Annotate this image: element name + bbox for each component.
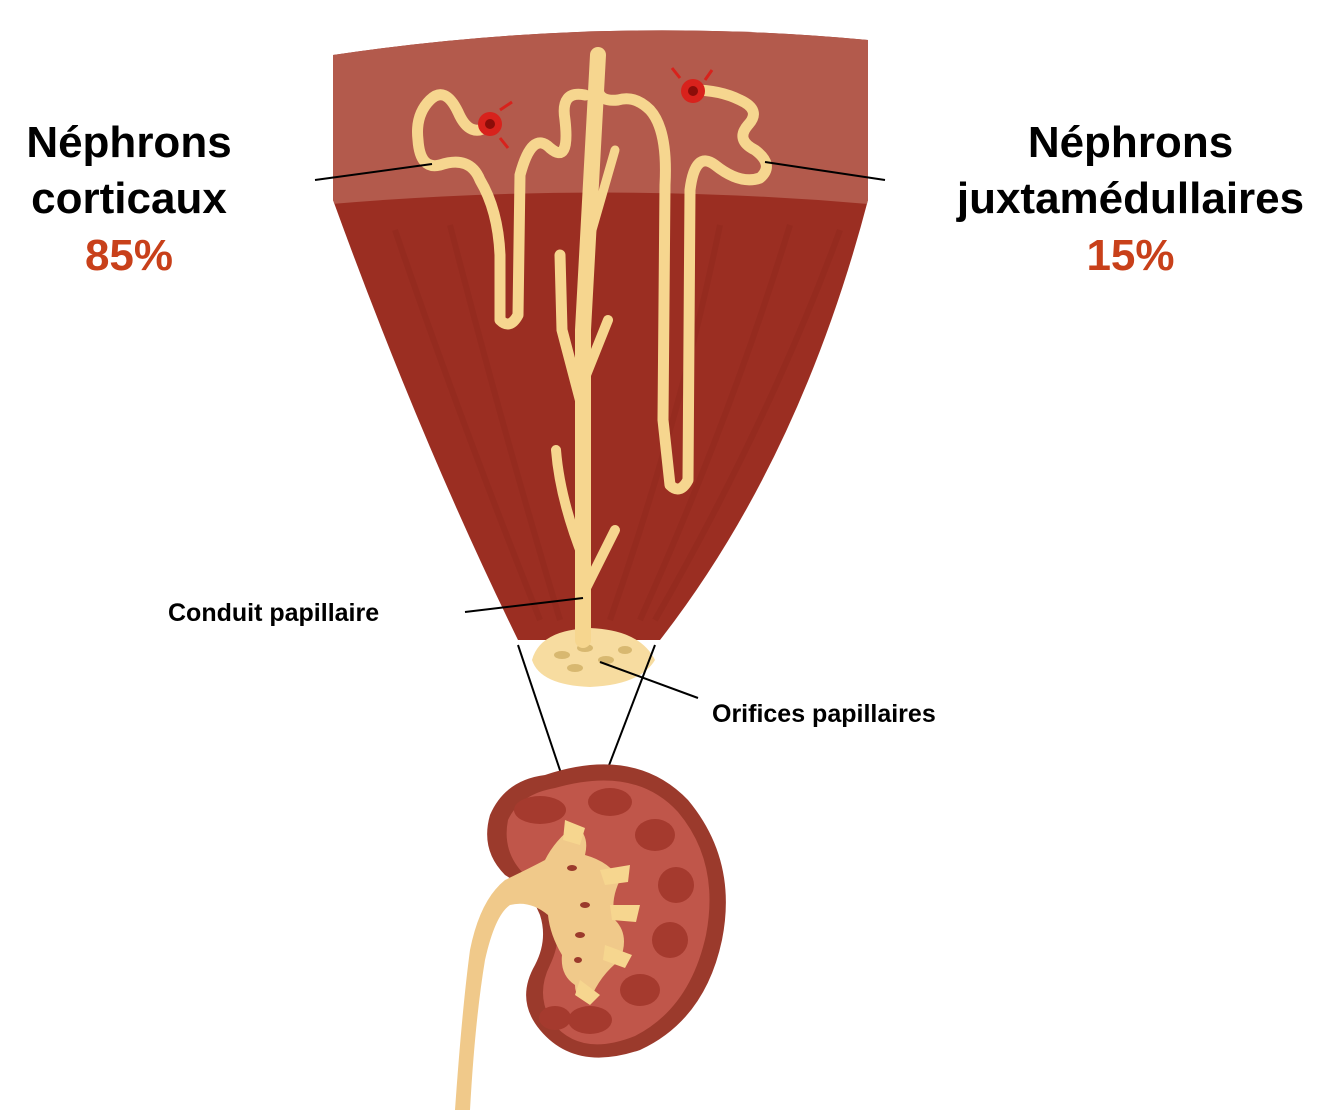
juxtamedullary-name-line1: Néphrons	[935, 115, 1326, 171]
juxtamedullary-name-line2: juxtamédullaires	[935, 171, 1326, 227]
cortical-name-line2: corticaux	[0, 171, 258, 227]
juxtamedullary-nephron-label: Néphrons juxtamédullaires 15%	[935, 115, 1326, 284]
cortical-nephron-label: Néphrons corticaux 85%	[0, 115, 258, 284]
kidney-illustration	[455, 764, 726, 1110]
papillary-duct-label: Conduit papillaire	[168, 597, 379, 629]
papillary-orifices-label: Orifices papillaires	[712, 698, 936, 730]
juxtamedullary-percent: 15%	[935, 228, 1326, 284]
cortical-name-line1: Néphrons	[0, 115, 258, 171]
cortical-percent: 85%	[0, 228, 258, 284]
